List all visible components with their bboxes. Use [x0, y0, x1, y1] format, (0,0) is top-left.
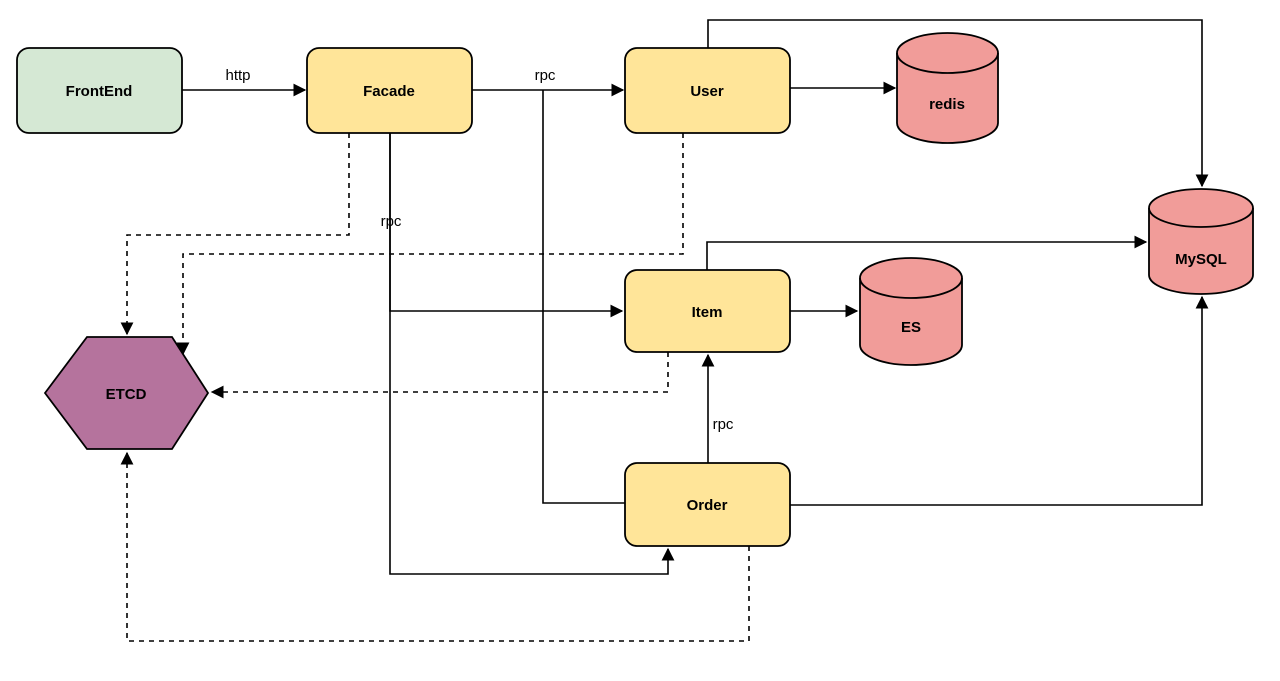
edge-user-to-etcd: [176, 133, 684, 356]
edge-facade-to-order: [389, 133, 675, 575]
mysql-label: MySQL: [1175, 251, 1227, 268]
user-shape[interactable]: [624, 47, 791, 134]
node-facade[interactable]: Facade: [306, 47, 473, 134]
node-etcd[interactable]: ETCD: [43, 336, 210, 450]
node-mysql[interactable]: MySQL: [1148, 188, 1254, 295]
es-label: ES: [901, 319, 921, 336]
edge-order-to-mysql: [790, 295, 1209, 506]
order-label: Order: [687, 497, 728, 514]
edge-item-to-mysql: [706, 235, 1148, 270]
edge-user-to-mysql: [707, 19, 1209, 188]
etcd-shape[interactable]: [43, 336, 210, 450]
edge-label-rpc-order-item: rpc: [713, 416, 734, 433]
item-label: Item: [692, 304, 723, 321]
etcd-label: ETCD: [106, 386, 147, 403]
user-label: User: [690, 83, 724, 100]
edge-facade-to-etcd: [120, 133, 350, 336]
node-user[interactable]: User: [624, 47, 791, 134]
edge-label-rpc-facade-user: rpc: [535, 67, 556, 84]
item-shape[interactable]: [624, 269, 791, 353]
edge-facade-to-order-left: [542, 90, 625, 504]
es-cylinder-lip: [859, 277, 963, 299]
redis-cylinder-lip: [896, 52, 999, 74]
frontend-shape[interactable]: [16, 47, 183, 134]
redis-shape[interactable]: [896, 32, 999, 144]
node-redis[interactable]: redis: [896, 32, 999, 144]
edge-item-to-etcd: [210, 352, 669, 399]
node-order[interactable]: Order: [624, 462, 791, 547]
node-item[interactable]: Item: [624, 269, 791, 353]
es-shape[interactable]: [859, 257, 963, 366]
node-frontend[interactable]: FrontEnd: [16, 47, 183, 134]
edge-order-to-etcd: [120, 451, 750, 642]
facade-shape[interactable]: [306, 47, 473, 134]
order-shape[interactable]: [624, 462, 791, 547]
mysql-shape[interactable]: [1148, 188, 1254, 295]
facade-label: Facade: [363, 83, 415, 100]
edge-label-http: http: [225, 67, 250, 84]
node-es[interactable]: ES: [859, 257, 963, 366]
edge-label-rpc-facade-services: rpc: [381, 213, 402, 230]
frontend-label: FrontEnd: [66, 83, 133, 100]
mysql-cylinder-lip: [1148, 207, 1254, 228]
redis-label: redis: [929, 96, 965, 113]
edge-facade-to-item: [389, 133, 624, 318]
